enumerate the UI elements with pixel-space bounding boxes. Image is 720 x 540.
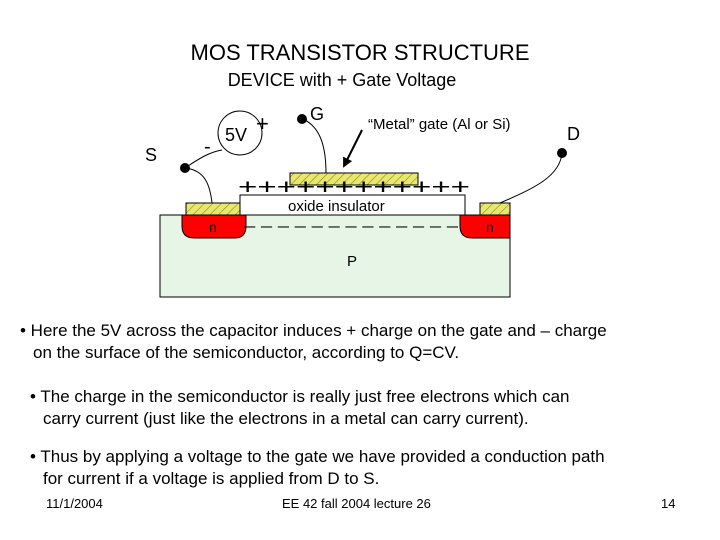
drain-label: D — [567, 124, 580, 144]
footer-course: EE 42 fall 2004 lecture 26 — [282, 496, 431, 511]
voltage-label: 5V — [225, 125, 247, 145]
n-region-right — [459, 214, 511, 239]
source-wire — [184, 167, 213, 204]
bullet-3-line-1: • Thus by applying a voltage to the gate… — [30, 447, 605, 466]
bullet-1-line-1: • Here the 5V across the capacitor induc… — [20, 321, 607, 340]
channel-charges: – – – – – – – – – – – – – — [244, 218, 458, 235]
oxide-insulator — [239, 194, 466, 216]
source-contact — [185, 202, 241, 216]
bullet-2: • The charge in the semiconductor is rea… — [30, 386, 570, 430]
bullet-2-line-1: • The charge in the semiconductor is rea… — [30, 387, 570, 406]
footer-page-number: 14 — [661, 496, 676, 511]
drain-wire — [499, 152, 563, 204]
battery-minus-label: - — [204, 136, 211, 158]
n-left-label: n — [209, 219, 217, 235]
gate-metal — [289, 172, 419, 186]
mos-transistor-diagram: S D G 5V + - “Metal” gate (Al or Si) oxi… — [145, 104, 580, 298]
bullet-2-line-2: carry current (just like the electrons i… — [43, 409, 529, 428]
metal-gate-label: “Metal” gate (Al or Si) — [368, 116, 511, 133]
gate-charges: ++++++++++++ — [238, 176, 470, 199]
n-region-left — [181, 214, 247, 239]
source-terminal — [180, 163, 190, 173]
battery-plus-label: + — [256, 111, 269, 136]
battery-symbol — [217, 110, 263, 156]
bullet-3: • Thus by applying a voltage to the gate… — [30, 446, 605, 490]
drain-contact — [479, 202, 511, 216]
p-label: P — [347, 253, 357, 270]
battery-wire — [187, 149, 223, 167]
gate-pointer-arrow — [343, 129, 363, 168]
slide-subtitle: DEVICE with + Gate Voltage — [227, 70, 457, 90]
source-label: S — [145, 145, 157, 165]
footer-date: 11/1/2004 — [46, 496, 103, 511]
gate-terminal — [297, 114, 307, 124]
bullet-1-line-2: on the surface of the semiconductor, acc… — [33, 343, 460, 362]
gate-wire — [302, 118, 327, 174]
oxide-label: oxide insulator — [288, 198, 385, 215]
bullet-3-line-2: for current if a voltage is applied from… — [43, 469, 380, 488]
gate-label: G — [310, 104, 324, 124]
slide-title: MOS TRANSISTOR STRUCTURE — [190, 40, 530, 65]
bullet-1: • Here the 5V across the capacitor induc… — [20, 320, 607, 364]
n-right-label: n — [486, 219, 494, 235]
drain-terminal — [557, 148, 567, 158]
